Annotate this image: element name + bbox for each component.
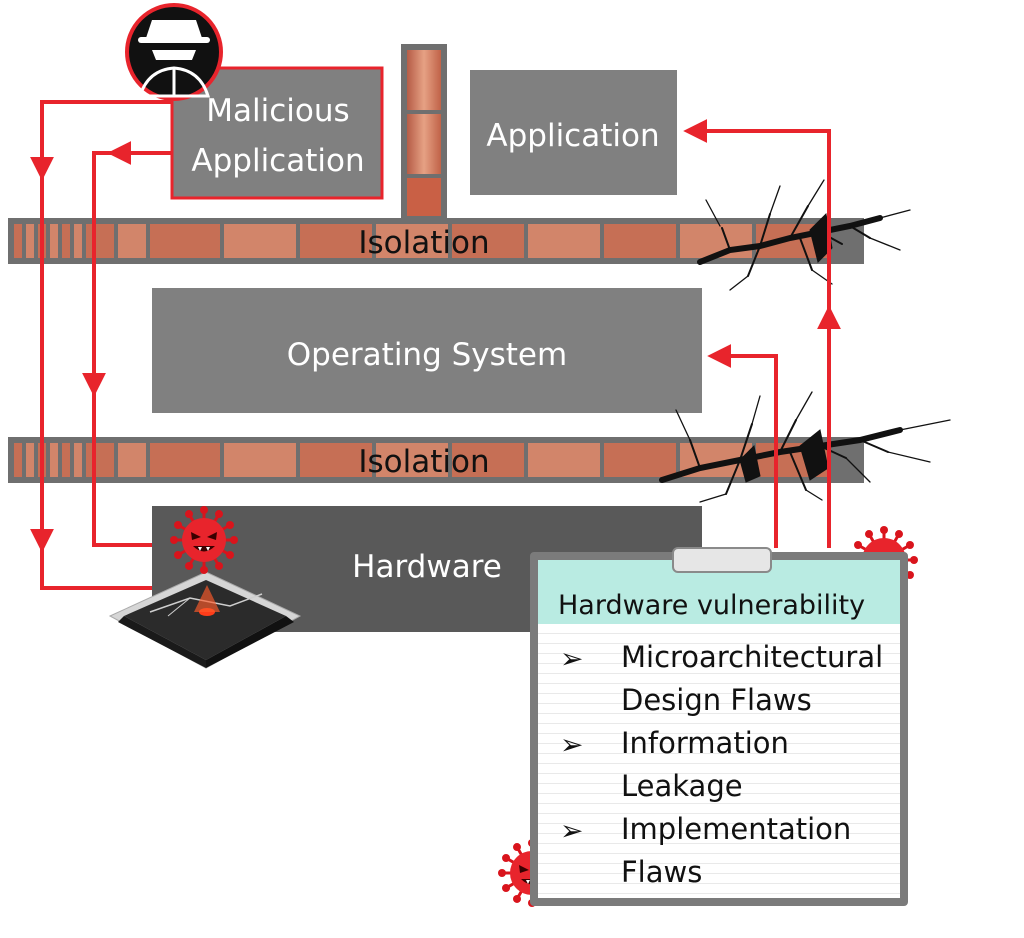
hardware-vulnerability-card: Hardware vulnerability ➢ Microarchitectu…	[530, 552, 908, 906]
arrow-bullet-icon: ➢	[560, 642, 584, 675]
brick	[74, 224, 82, 258]
list-item-line-2: Flaws	[621, 855, 703, 889]
isolation-top-label: Isolation	[358, 225, 489, 261]
attack-path-inner	[92, 151, 172, 547]
brick	[224, 443, 296, 477]
brick	[452, 224, 524, 258]
malicious-application-box: Malicious Application	[170, 66, 384, 200]
brick	[118, 224, 146, 258]
brick	[376, 443, 448, 477]
brick	[14, 224, 22, 258]
brick	[74, 443, 82, 477]
brick	[62, 224, 70, 258]
brick	[376, 224, 448, 258]
virus-icon	[170, 506, 238, 574]
list-item-line-2: Design Flaws	[621, 683, 812, 717]
brick	[62, 443, 70, 477]
brick	[150, 443, 220, 477]
card-title: Hardware vulnerability	[558, 590, 866, 621]
list-item-line-2: Leakage	[621, 769, 743, 803]
brick	[528, 224, 600, 258]
brick	[50, 443, 58, 477]
brick	[300, 224, 372, 258]
card-lined-paper	[538, 624, 900, 898]
chip-icon	[108, 571, 302, 669]
clipboard-clip	[672, 547, 772, 573]
attack-paths	[30, 100, 841, 590]
malicious-application-label-1: Malicious	[206, 93, 349, 129]
brick	[26, 224, 34, 258]
hacker-icon	[125, 3, 223, 101]
operating-system-label: Operating System	[287, 337, 567, 373]
brick	[14, 443, 22, 477]
brick	[452, 443, 524, 477]
brick	[528, 443, 600, 477]
brick	[86, 443, 114, 477]
hardware-label: Hardware	[352, 549, 502, 585]
isolation-wall-bottom: Isolation	[8, 437, 864, 483]
operating-system-box: Operating System	[152, 288, 702, 413]
arrow-bullet-icon: ➢	[560, 814, 584, 847]
brick	[50, 224, 58, 258]
isolation-bottom-label: Isolation	[358, 444, 489, 480]
brick	[604, 224, 676, 258]
brick	[604, 443, 676, 477]
crack-icon	[659, 179, 951, 503]
vulnerability-list: ➢ Microarchitectural Design Flaws ➢ Info…	[554, 632, 892, 890]
attack-path-outer	[40, 100, 172, 590]
brick	[224, 224, 296, 258]
list-item: ➢ Implementation Flaws	[554, 804, 892, 890]
attack-path-to-application	[683, 119, 831, 548]
list-item-line-1: Microarchitectural	[621, 640, 884, 674]
attack-path-to-os	[707, 344, 778, 548]
brick	[26, 443, 34, 477]
brick	[300, 443, 372, 477]
brick	[680, 224, 752, 258]
list-item-line-1: Implementation	[621, 812, 852, 846]
application-box: Application	[470, 70, 677, 195]
brick-pillar	[401, 44, 447, 218]
malicious-application-label-2: Application	[191, 143, 364, 179]
list-item: ➢ Microarchitectural Design Flaws	[554, 632, 892, 718]
application-label: Application	[486, 118, 659, 154]
brick	[150, 224, 220, 258]
arrow-bullet-icon: ➢	[560, 728, 584, 761]
list-item: ➢ Information Leakage	[554, 718, 892, 804]
brick	[86, 224, 114, 258]
isolation-wall-top: Isolation	[8, 218, 864, 264]
list-item-line-1: Information	[621, 726, 789, 760]
brick	[118, 443, 146, 477]
